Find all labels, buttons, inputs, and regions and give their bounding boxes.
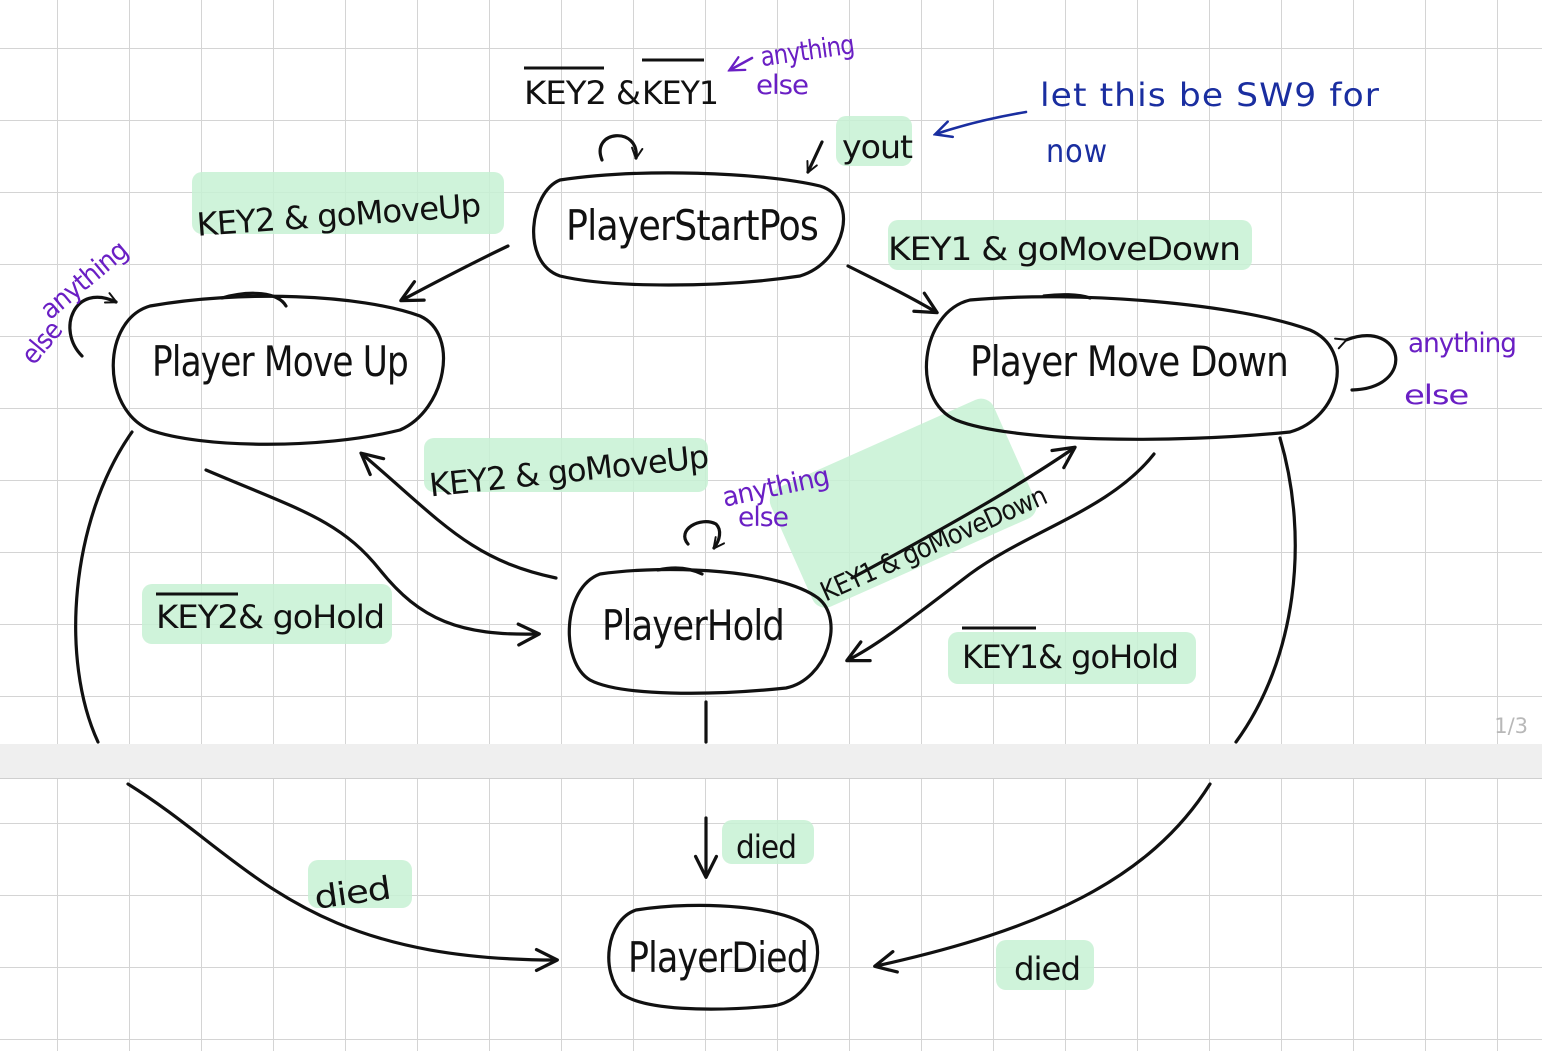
else-text-up: else [15,315,69,370]
arrow-hold-to-up [359,451,558,580]
arrow-down-to-hold [845,452,1156,663]
highlight-up-to-hold [142,584,392,644]
arrow-anything-else-start [730,58,754,70]
label-start-self-key1: KEY1 [642,74,718,112]
state-player-move-down: Player Move Down [924,293,1339,441]
label-down-to-hold: KEY1 & goHold [962,626,1179,676]
else-text-start: else [756,70,808,101]
state-label-move-down: Player Move Down [970,337,1288,386]
highlight-hold-to-down [769,398,1037,608]
highlight-died-up [308,860,412,908]
annotation-anything-else-down: anything else [1404,328,1517,411]
arrow-sw9-note [936,110,1028,134]
anything-text-start: anything [758,29,855,73]
arrow-start-self-loop [598,134,644,162]
arrow-up-to-died-part1 [74,430,134,744]
label-died-from-hold: died [736,828,796,866]
else-text-down: else [1404,380,1468,411]
highlight-yout [836,116,912,166]
state-player-died: PlayerDied [607,903,820,1011]
annotation-sw9-note: let this be SW9 for now [936,76,1380,170]
arrow-hold-self-loop [683,520,725,550]
state-player-start-pos: PlayerStartPos [532,171,846,287]
highlight-died-down [996,940,1094,990]
label-yout: yout [842,128,912,166]
arrow-hold-to-down [850,445,1077,580]
arrow-start-to-up [399,244,510,303]
highlight-start-to-down [888,220,1252,270]
annotation-anything-else-start: anything else [730,29,856,101]
label-start-to-down: KEY1 & goMoveDown [888,230,1240,268]
arrow-up-to-died-part2 [126,782,559,973]
label-died-from-down: died [1014,950,1080,988]
state-label-move-up: Player Move Up [152,337,408,386]
label-start-self-amp: & [616,74,640,112]
page-divider [0,744,1542,778]
state-label-died: PlayerDied [628,933,808,982]
note-line-2: now [1046,132,1108,170]
arrow-yout-into-start [806,140,824,174]
highlight-hold-to-up [424,438,708,492]
label-up-to-hold-action: & goHold [238,598,384,636]
label-down-to-hold-action: & goHold [1038,638,1178,676]
label-up-to-hold-key: KEY2 [156,598,238,636]
highlight-died-hold [722,820,814,864]
label-start-self-key2: KEY2 [524,74,606,112]
arrow-down-to-died-part2 [873,782,1212,974]
highlight-start-to-up [192,172,504,234]
highlight-down-to-hold [948,632,1196,684]
note-line-1: let this be SW9 for [1040,76,1380,114]
else-text-hold: else [738,502,788,533]
arrow-start-to-down [846,264,939,315]
state-label-hold: PlayerHold [602,601,784,650]
label-start-self-loop: KEY2 & KEY1 [524,58,719,112]
label-up-to-hold: KEY2 & goHold [156,592,385,636]
state-label-start: PlayerStartPos [566,201,818,250]
arrow-down-to-died-part1 [1234,436,1297,744]
anything-text-down: anything [1408,328,1516,359]
state-player-move-up: Player Move Up [111,291,446,446]
anything-text-up: anything [34,235,134,326]
state-player-hold: PlayerHold [567,566,833,695]
arrow-up-self-loop [68,292,118,358]
page-counter: 1/3 [1494,714,1528,738]
arrow-down-self-loop [1334,334,1398,392]
arrow-up-to-hold [204,468,541,647]
label-down-to-hold-key: KEY1 [962,638,1038,676]
